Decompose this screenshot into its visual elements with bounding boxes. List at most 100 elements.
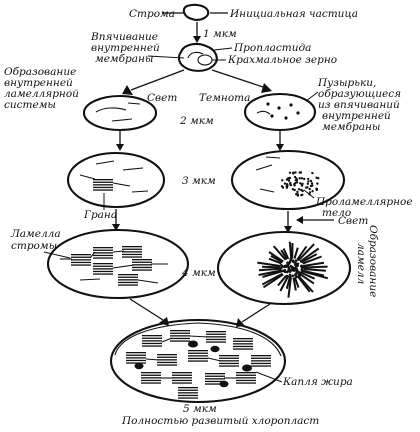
radiating-lamella bbox=[285, 277, 291, 289]
arrow-dark-4-5 bbox=[236, 303, 271, 327]
radiating-lamella bbox=[297, 275, 311, 293]
vesicle-dot bbox=[305, 186, 308, 189]
invagination-label-2: внутренней bbox=[91, 42, 160, 54]
starch-grain-label: Крахмальное зерно bbox=[227, 54, 337, 66]
proplastid-pointer bbox=[213, 47, 233, 51]
prolamellar-dot bbox=[292, 260, 296, 264]
prolamellar-dot bbox=[284, 264, 288, 268]
plastid-dark-stage-3 bbox=[230, 149, 346, 211]
vesicle-dot bbox=[308, 191, 312, 194]
vesicle-dot bbox=[298, 171, 301, 174]
vesicle-dot bbox=[294, 179, 297, 182]
granum bbox=[141, 372, 161, 384]
vesicle-dot bbox=[280, 185, 284, 188]
vesicles-label-1: Пузырьки, bbox=[317, 77, 376, 89]
prolamellar-dot bbox=[295, 271, 298, 275]
light-label-2: Свет bbox=[338, 215, 368, 227]
prolamellar-label-1: Проламеллярное bbox=[315, 196, 413, 208]
radiating-lamella bbox=[302, 255, 322, 265]
radiating-lamella bbox=[300, 273, 315, 285]
vesicles-pointer bbox=[305, 91, 319, 102]
granum bbox=[219, 355, 239, 367]
granum bbox=[157, 354, 177, 366]
formation-label-1: Образование bbox=[4, 66, 76, 78]
prolamellar-label-2: тело bbox=[322, 207, 351, 219]
arrow-1 bbox=[193, 22, 201, 43]
granum bbox=[126, 352, 146, 364]
prolamellar-dot bbox=[297, 258, 300, 261]
stroma-lamella-label-1: Ламелла bbox=[10, 228, 61, 240]
radiating-lamella bbox=[277, 275, 287, 287]
radiating-lamella bbox=[303, 261, 325, 267]
radiating-lamella bbox=[301, 272, 316, 280]
vesicle-dot bbox=[306, 182, 309, 185]
grana-label: Грана bbox=[83, 209, 117, 221]
radiating-lamella bbox=[300, 247, 320, 263]
prolamellar-dot bbox=[293, 269, 296, 272]
fat-droplet bbox=[134, 362, 144, 370]
prolamellar-body-small bbox=[280, 171, 320, 197]
vesicle-dot bbox=[297, 188, 301, 191]
invagination-label-3: мембраны bbox=[95, 53, 153, 65]
vesicle-dot bbox=[293, 184, 296, 187]
vesicles-label-4: внутренней bbox=[322, 110, 391, 122]
fat-droplet-pointer bbox=[255, 371, 283, 383]
fat-droplet bbox=[210, 345, 220, 353]
granum bbox=[188, 350, 208, 362]
initial-particle bbox=[162, 3, 228, 21]
light-arrow-right bbox=[296, 216, 334, 224]
prolamellar-pointer bbox=[303, 189, 315, 199]
size-2-label: 2 мкм bbox=[179, 115, 214, 127]
radiating-lamella bbox=[303, 268, 326, 272]
size-1-label: 1 мкм bbox=[203, 28, 237, 40]
vesicle-dot bbox=[316, 182, 319, 185]
lamella-formation-label-2: ламелл bbox=[355, 243, 367, 284]
vesicle-dot bbox=[301, 193, 304, 196]
vesicle-dot bbox=[293, 188, 296, 192]
prolamellar-dot bbox=[288, 260, 292, 264]
radiating-lamella bbox=[279, 276, 289, 292]
invagination-label-1: Впячивание bbox=[90, 31, 158, 43]
prolamellar-dot bbox=[291, 266, 294, 270]
initial-particle-label: Инициальная частица bbox=[229, 8, 358, 20]
prolamellar-dot bbox=[298, 273, 302, 277]
proplastid bbox=[177, 42, 218, 72]
prolamellar-dot bbox=[283, 268, 287, 272]
vesicle-dot bbox=[309, 184, 313, 188]
vesicle-dot bbox=[289, 183, 292, 186]
fat-droplet bbox=[219, 380, 229, 388]
vesicle-dot bbox=[300, 177, 304, 180]
radiating-lamella bbox=[257, 261, 281, 267]
granum bbox=[172, 372, 192, 384]
vesicle-dot bbox=[294, 171, 297, 174]
vesicle-dot bbox=[293, 175, 297, 179]
vesicle-dot bbox=[287, 177, 290, 180]
vesicle-dot bbox=[307, 180, 310, 183]
vesicle-dot bbox=[283, 182, 287, 185]
arrow-to-light bbox=[122, 69, 185, 95]
vesicle-dot bbox=[286, 183, 289, 186]
granum bbox=[122, 246, 142, 258]
vesicle-dot bbox=[288, 171, 292, 174]
arrow-to-dark bbox=[211, 69, 272, 93]
fat-droplet bbox=[242, 364, 252, 372]
prolamellar-dot bbox=[300, 268, 304, 271]
granum bbox=[93, 263, 113, 275]
granum bbox=[170, 330, 190, 342]
radiating-lamella bbox=[262, 270, 282, 278]
vesicle-dot bbox=[308, 187, 311, 191]
prolamellar-dot bbox=[289, 257, 293, 261]
formation-label-4: системы bbox=[4, 99, 56, 111]
vesicle-dot bbox=[307, 177, 310, 181]
vesicle-dot bbox=[287, 179, 291, 182]
plastid-dark-stage-4 bbox=[216, 230, 352, 306]
vesicle-dot bbox=[311, 171, 314, 175]
vesicle-dot bbox=[296, 190, 299, 194]
lamella-formation-label-1: Образование bbox=[367, 225, 379, 297]
mature-chloroplast bbox=[109, 318, 287, 404]
plastid-light-stage-3 bbox=[66, 151, 166, 209]
vesicle-dot bbox=[311, 190, 314, 193]
vesicle-dot bbox=[310, 182, 314, 185]
radiating-lamella bbox=[268, 251, 284, 263]
